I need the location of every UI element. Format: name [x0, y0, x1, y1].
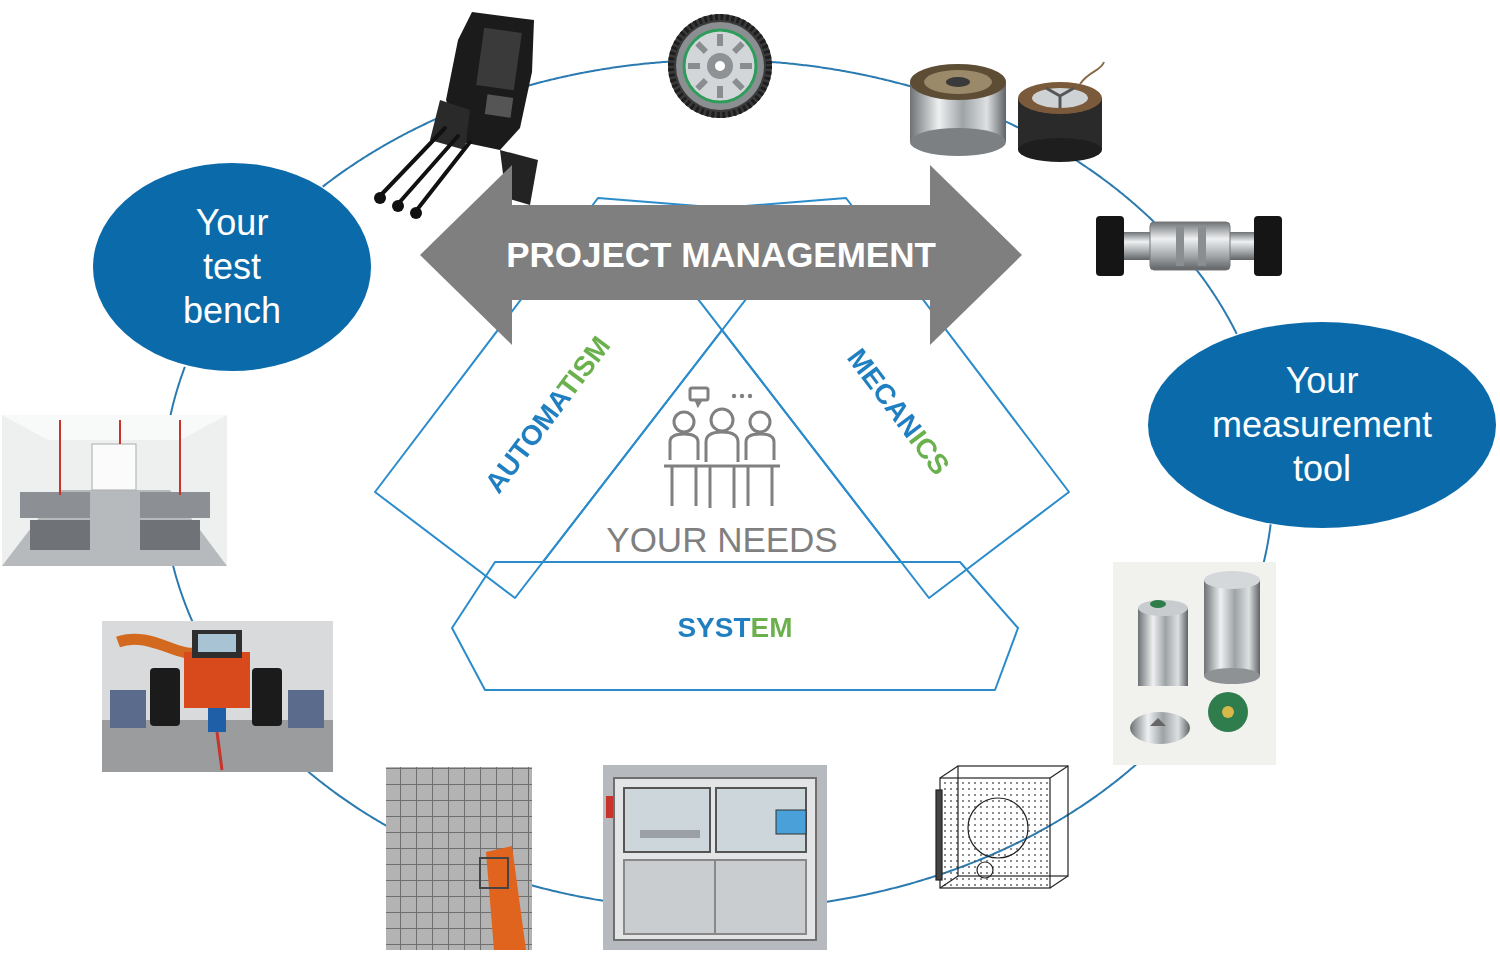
double-arrow: PROJECT MANAGEMENT	[420, 165, 1022, 345]
rack-photo	[386, 767, 532, 950]
band-label: SYSTEM	[677, 612, 792, 644]
ellipse-shape	[1148, 322, 1496, 528]
ellipse-label: Your test bench	[172, 201, 292, 333]
arrow-shape	[420, 165, 1022, 345]
goal-ellipse: Your measurement tool	[1148, 322, 1496, 528]
domain-band: SYSTEM	[452, 562, 1018, 690]
ellipse-shape	[93, 163, 371, 371]
center-label: YOUR NEEDS	[606, 520, 837, 560]
arrow-label: PROJECT MANAGEMENT	[506, 234, 936, 276]
housing-wireframe	[936, 766, 1068, 888]
sensor-parts-photo	[1113, 562, 1276, 765]
people-icon	[664, 388, 780, 508]
speech-dots	[732, 394, 752, 398]
needs-triangle: YOUR NEEDS	[543, 330, 901, 562]
gear	[668, 14, 772, 118]
band-label: AUTOMATISM	[479, 331, 617, 500]
test-hall-photo	[2, 415, 227, 566]
ellipse-label: Your measurement tool	[1202, 359, 1442, 491]
goal-ellipse: Your test bench	[93, 163, 371, 371]
gearbox-fixture	[374, 12, 538, 219]
tractor-photo	[102, 621, 333, 772]
torque-shaft	[1096, 216, 1282, 276]
band-label: MECANICS	[840, 343, 956, 482]
rotary-sensors	[910, 62, 1104, 162]
band-outline	[543, 330, 901, 562]
band-outline	[452, 562, 1018, 690]
test-machine-photo	[603, 765, 827, 950]
